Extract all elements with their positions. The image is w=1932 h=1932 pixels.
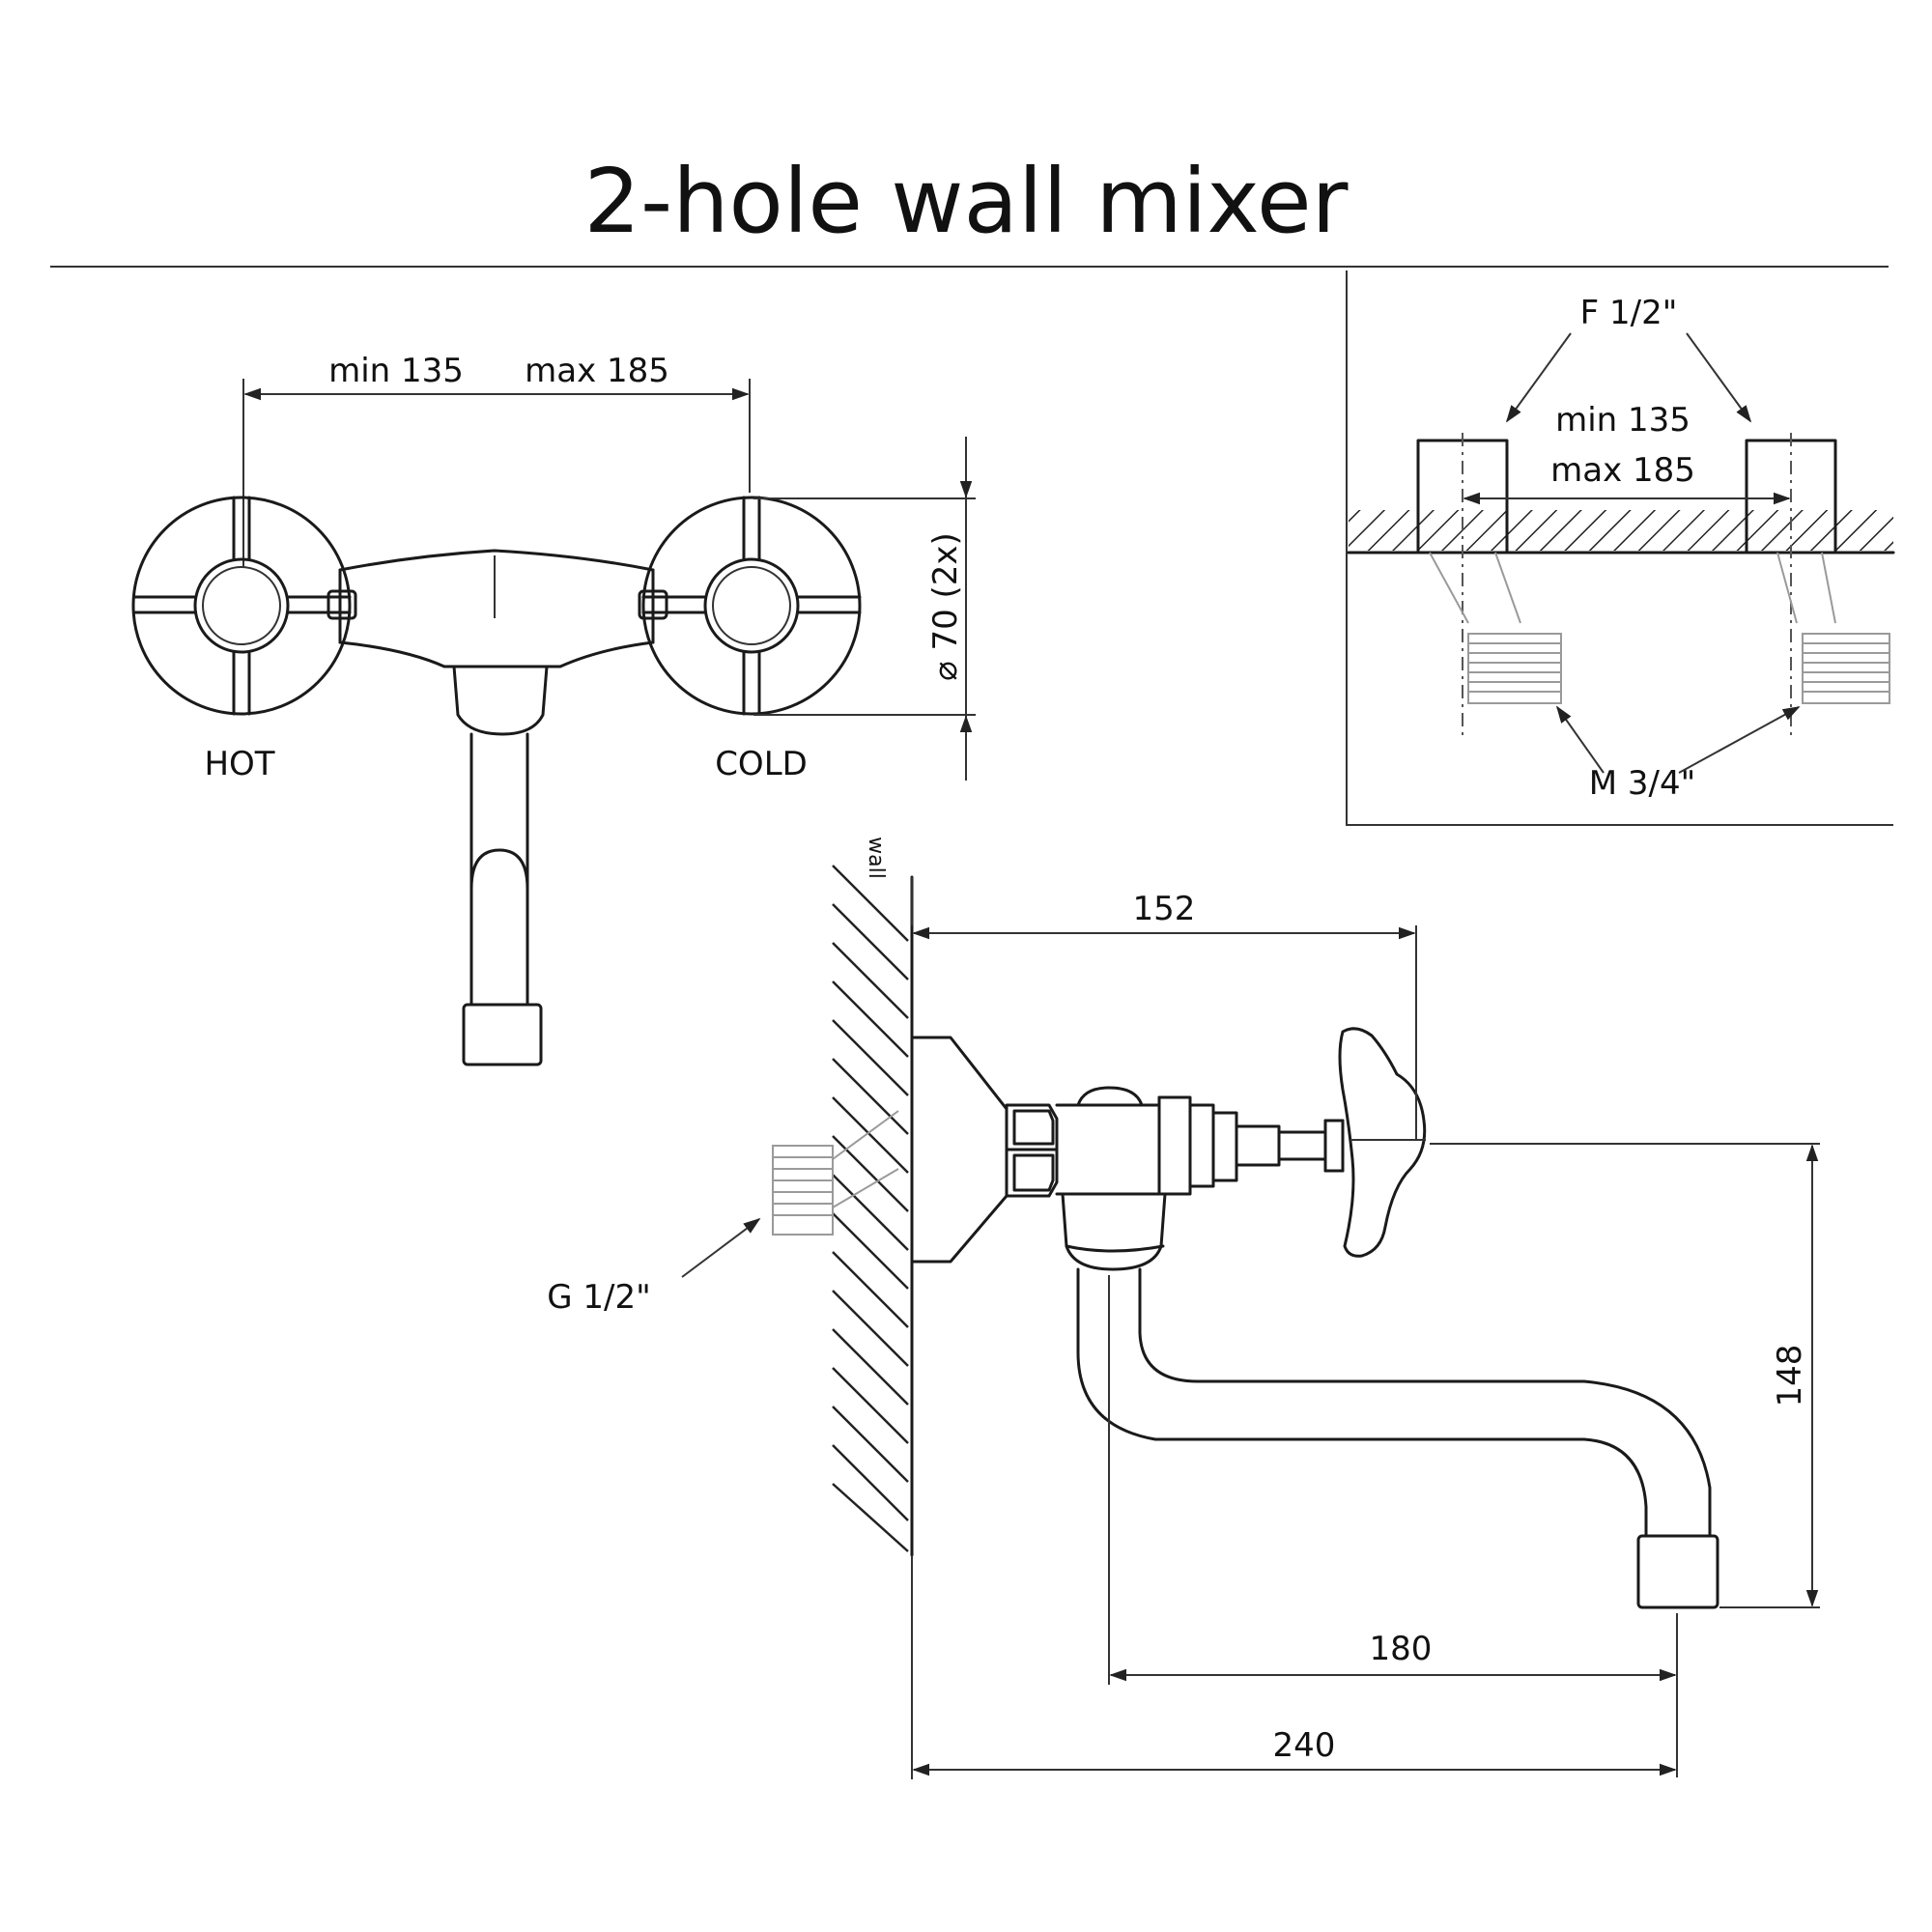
wall-label: wall <box>864 837 888 879</box>
hot-handle <box>131 496 352 716</box>
female-thread-label: F 1/2" <box>1580 294 1678 332</box>
detail-spacing-min-label: min 135 <box>1555 401 1690 440</box>
male-thread-left <box>1467 633 1562 704</box>
valve-body <box>1055 1086 1345 1196</box>
cold-label: COLD <box>715 745 808 783</box>
connection-detail: F 1/2" min 135 max 185 M 3/4" <box>1346 270 1895 826</box>
side-rosette <box>910 1036 1009 1264</box>
hex-nut <box>1005 1103 1059 1198</box>
detail-spacing-max-label: max 185 <box>1550 451 1695 490</box>
front-spacing-min-label: min 135 <box>328 352 464 390</box>
drawing-title: 2-hole wall mixer <box>584 150 1349 253</box>
diameter-label: ⌀ 70 (2x) <box>926 532 965 681</box>
wall-hatch-band <box>1349 510 1893 551</box>
cold-handle <box>641 496 862 716</box>
projection-label: 152 <box>1133 890 1196 928</box>
front-view: min 135 max 185 <box>131 352 976 1066</box>
hot-label: HOT <box>204 745 274 783</box>
spout <box>1076 1267 1648 1538</box>
side-cross-handle <box>1338 1027 1427 1258</box>
inlet-thread-label: G 1/2" <box>547 1278 651 1317</box>
male-thread-label: M 3/4" <box>1589 764 1696 803</box>
spout-aerator <box>1636 1534 1719 1609</box>
male-thread-right <box>1802 633 1890 704</box>
total-reach-label: 240 <box>1273 1726 1336 1765</box>
side-view: wall G 1/2" <box>547 837 1820 1779</box>
front-spacing-max-label: max 185 <box>525 352 669 390</box>
inlet-thread <box>772 1110 899 1236</box>
spout-reach-label: 180 <box>1370 1630 1433 1668</box>
wall-hatching <box>832 865 909 1552</box>
mixer-body <box>327 549 668 1066</box>
height-label: 148 <box>1771 1345 1809 1407</box>
